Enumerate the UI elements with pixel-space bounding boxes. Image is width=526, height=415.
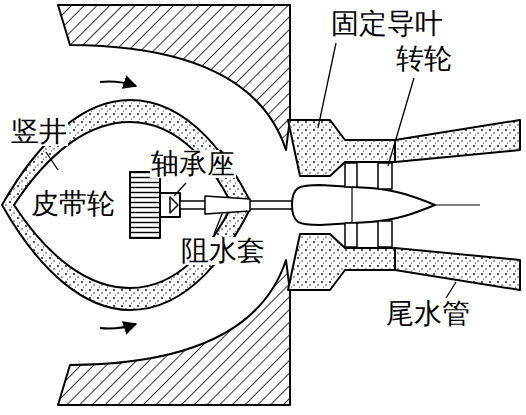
part-label: 阻水套 (180, 237, 266, 265)
bulb-hub (292, 185, 435, 225)
part-label: 固定导叶 (330, 10, 444, 38)
leader-line (174, 183, 186, 196)
flow-arrow (100, 324, 136, 329)
shaft-well-wall (2, 100, 252, 310)
part-label: 轴承座 (150, 150, 236, 178)
upper-draft-tube (395, 120, 520, 162)
part-label: 竖井 (10, 118, 68, 146)
leader-line (46, 152, 58, 170)
runner-blade (378, 221, 392, 247)
leader-line (388, 78, 414, 166)
bearing-triangle (170, 197, 178, 213)
pulley (130, 172, 160, 238)
leader-line (446, 282, 456, 298)
lower-draft-tube (395, 248, 520, 290)
hub-seam (351, 186, 352, 224)
runner-blade (378, 163, 392, 189)
guide-vane (345, 223, 357, 247)
bearing-block (160, 193, 180, 217)
guide-vane (345, 163, 357, 187)
part-label: 转轮 (395, 45, 453, 73)
flow-arrow (100, 82, 136, 87)
leader-line (318, 43, 336, 128)
part-label: 皮带轮 (30, 190, 116, 218)
part-label: 尾水管 (385, 300, 471, 328)
center-line (435, 205, 480, 206)
leader-line (214, 214, 222, 234)
water-seal-sleeve (205, 196, 250, 214)
